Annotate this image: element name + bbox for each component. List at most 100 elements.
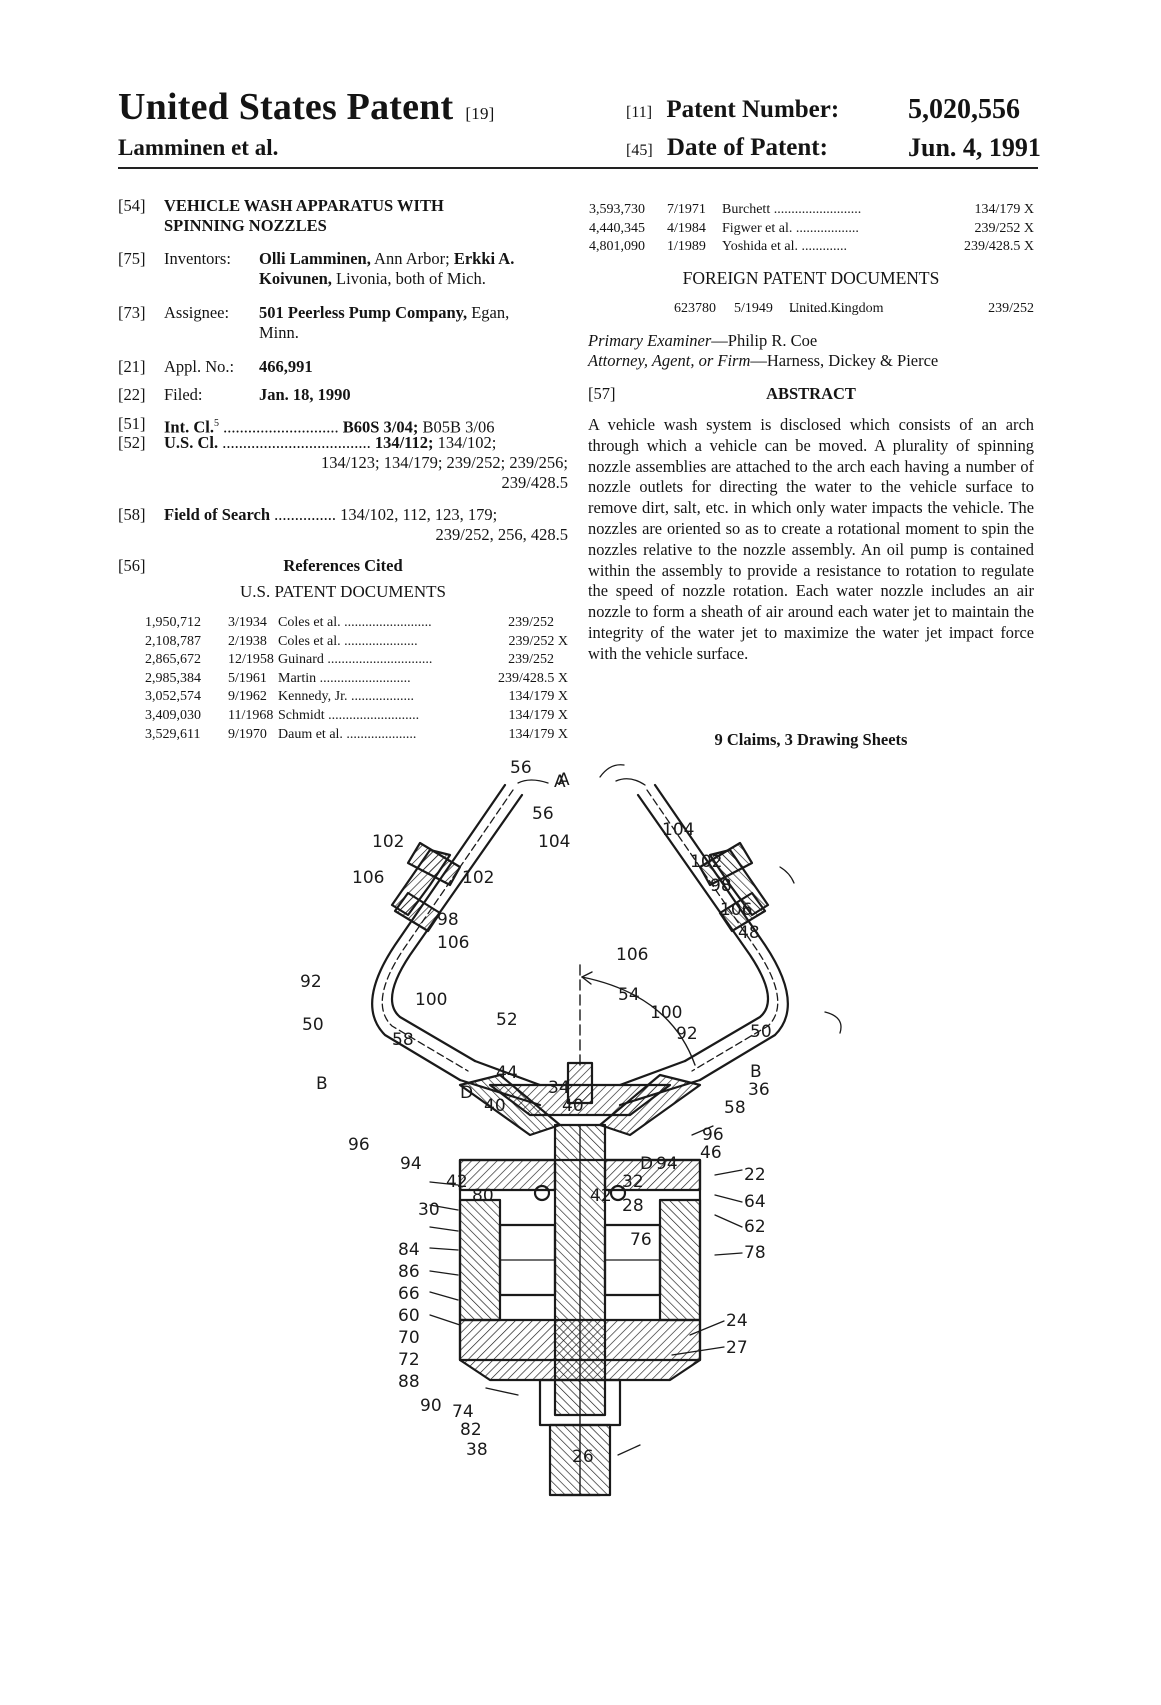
date-label: Date of Patent: <box>667 134 828 161</box>
inventors-label: Inventors: <box>164 249 231 269</box>
ref-number: 1,950,712 <box>145 614 201 633</box>
label-50: 50 <box>302 1015 324 1035</box>
field-code: [22] <box>118 385 146 404</box>
ref-name: Burchett ......................... <box>722 201 861 220</box>
ref-class: 239/428.5 X <box>498 670 568 689</box>
label-86: 86 <box>398 1262 420 1282</box>
uscl-value: 134/102; <box>434 433 497 452</box>
leader-26 <box>618 1445 640 1455</box>
ref-name: Guinard .............................. <box>278 651 432 670</box>
label-40: 40 <box>484 1096 506 1116</box>
primary-examiner: Primary Examiner—Philip R. Coe <box>588 331 817 351</box>
field-code: [58] <box>118 505 146 524</box>
field-code: [52] <box>118 433 146 452</box>
label-64: 64 <box>744 1192 766 1212</box>
ref-name: Yoshida et al. ............. <box>722 238 847 257</box>
leader-22 <box>715 1170 742 1175</box>
ref-number: 3,593,730 <box>589 201 645 220</box>
field-code: [21] <box>118 357 146 376</box>
label-34: 34 <box>548 1078 570 1098</box>
ref-class: 134/179 X <box>509 688 569 707</box>
leader-72 <box>430 1292 458 1300</box>
label-106: 106 <box>437 933 469 953</box>
authors: Lamminen et al. <box>118 135 278 161</box>
label-98: 98 <box>710 876 732 896</box>
label-D: D <box>460 1083 473 1103</box>
ref-class: 239/252 <box>508 614 554 633</box>
table-row: 4,801,0901/1989Yoshida et al. ..........… <box>607 238 1034 257</box>
label-84: 84 <box>398 1240 420 1260</box>
label-88: 88 <box>398 1372 420 1392</box>
label-90: 90 <box>420 1396 442 1416</box>
ref-name: Schmidt .......................... <box>278 707 419 726</box>
label-40: 40 <box>562 1096 584 1116</box>
uscl-line1: U.S. Cl. ...............................… <box>164 433 496 453</box>
label-80: 80 <box>472 1186 494 1206</box>
uscl-line3: 239/428.5 <box>502 473 568 493</box>
ref-number: 4,801,090 <box>589 238 645 257</box>
table-row: 1,950,7123/1934Coles et al. ............… <box>148 614 568 633</box>
label-62: 62 <box>744 1217 766 1237</box>
title-field: [54] VEHICLE WASH APPARATUS WITH SPINNIN… <box>118 196 558 216</box>
ref-number: 2,108,787 <box>145 633 201 652</box>
leader-64 <box>715 1195 742 1202</box>
filed-label: Filed: <box>164 385 203 405</box>
label-B: B <box>750 1062 762 1082</box>
ref-date: 11/1968 <box>228 707 273 726</box>
table-row: 3,409,03011/1968Schmidt ................… <box>148 707 568 726</box>
table-row: 2,985,3845/1961Martin ..................… <box>148 670 568 689</box>
field-code: [75] <box>118 249 146 268</box>
label-48: 48 <box>738 923 760 943</box>
ref-date: 2/1938 <box>228 633 267 652</box>
patent-drawing: 56 A 56 104 102 106 102 98 106 92 100 50… <box>300 755 860 1555</box>
leader-70 <box>430 1271 458 1275</box>
uscl-line2: 134/123; 134/179; 239/252; 239/256; <box>321 453 568 473</box>
leader-38 <box>486 1388 518 1395</box>
title-text: United States Patent <box>118 86 453 128</box>
ref-date: 4/1984 <box>667 220 706 239</box>
label-50: 50 <box>750 1022 772 1042</box>
assignee-line2: Minn. <box>259 323 299 343</box>
leader-dots: .................................... <box>218 433 371 452</box>
ref-number: 623780 <box>674 300 716 319</box>
ref-class: 239/252 X <box>975 220 1035 239</box>
label-52: 52 <box>496 1010 518 1030</box>
label-100: 100 <box>415 990 447 1010</box>
label-98: 98 <box>437 910 459 930</box>
label-22: 22 <box>744 1165 766 1185</box>
leader-88 <box>430 1315 460 1325</box>
label-56: 56 <box>510 758 532 778</box>
label-B: B <box>316 1074 328 1094</box>
label-74: 74 <box>452 1402 474 1422</box>
inventor-location: Livonia, both of Mich. <box>332 269 486 288</box>
table-row: 623780 5/1949 United Kingdom ...........… <box>607 300 1034 319</box>
uscl-value: 134/112; <box>371 433 434 452</box>
inventor-name: Olli Lamminen, <box>259 249 371 268</box>
label-27: 27 <box>726 1338 748 1358</box>
ref-name: Kennedy, Jr. .................. <box>278 688 414 707</box>
leader-dots: ............... <box>270 505 336 524</box>
patent-number-line: [11] Patent Number: <box>626 96 839 124</box>
field-of-search-label: Field of Search <box>164 505 270 524</box>
foreign-docs-title: FOREIGN PATENT DOCUMENTS <box>588 268 1034 289</box>
uscl-field: [52] U.S. Cl. ..........................… <box>118 433 568 453</box>
inventors-line1: Olli Lamminen, Ann Arbor; Erkki A. <box>259 249 514 269</box>
date-code: [45] <box>626 142 653 159</box>
leader-78 <box>715 1253 742 1255</box>
label-72: 72 <box>398 1350 420 1370</box>
primary-examiner-label: Primary Examiner <box>588 331 711 350</box>
abstract-text: A vehicle wash system is disclosed which… <box>588 415 1034 665</box>
label-104: 104 <box>662 820 694 840</box>
assignee-line1: 501 Peerless Pump Company, Egan, <box>259 303 509 323</box>
field-code: [51] <box>118 414 146 433</box>
leader-60 <box>430 1248 458 1250</box>
field-code: [73] <box>118 303 146 322</box>
ref-class: 134/179 X <box>509 707 569 726</box>
claims-line: 9 Claims, 3 Drawing Sheets <box>588 730 1034 750</box>
ref-name: Martin .......................... <box>278 670 411 689</box>
appl-label: Appl. No.: <box>164 357 234 377</box>
label-96: 96 <box>348 1135 370 1155</box>
label-102: 102 <box>372 832 404 852</box>
ref-class: 239/252 <box>988 300 1034 319</box>
label-94: 94 <box>400 1154 422 1174</box>
